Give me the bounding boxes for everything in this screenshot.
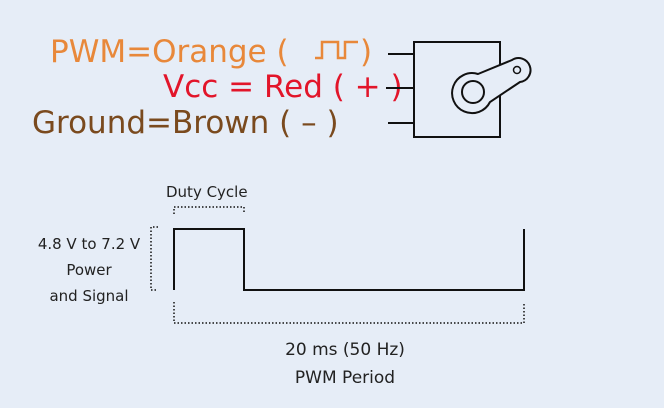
diagram-panel [0, 0, 664, 408]
voltage-bracket [150, 226, 158, 291]
duty-cycle-label: Duty Cycle [166, 183, 248, 201]
voltage-label-line2: Power [66, 261, 112, 279]
period-label-line2: PWM Period [295, 368, 395, 388]
pwm-symbol-icon [315, 40, 358, 60]
duty-cycle-bracket [173, 206, 245, 214]
ground-label: Ground=Brown ( – ) [32, 105, 339, 141]
vcc-label: Vcc = Red ( + ) [163, 69, 403, 105]
voltage-label-line3: and Signal [49, 287, 128, 305]
pwm-label: PWM=Orange ( [50, 34, 289, 70]
period-label-line1: 20 ms (50 Hz) [285, 340, 405, 360]
servo-horn-icon [451, 57, 532, 115]
period-bracket [173, 302, 525, 324]
pwm-waveform [173, 228, 525, 291]
voltage-label-line1: 4.8 V to 7.2 V [38, 235, 141, 253]
pwm-close-paren: ) [360, 34, 372, 70]
